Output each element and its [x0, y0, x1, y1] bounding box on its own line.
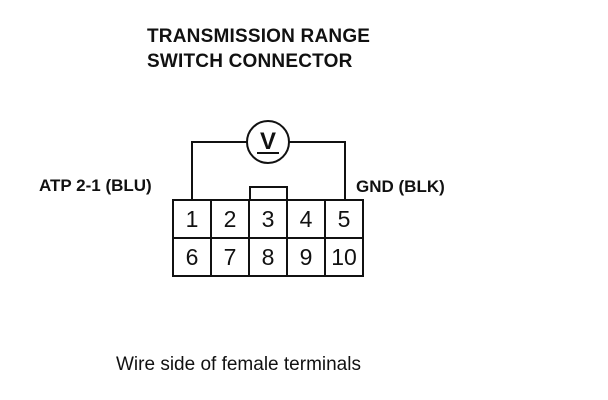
terminal-cell — [324, 199, 364, 239]
voltmeter-wiring: V — [191, 120, 346, 199]
connector-body: 1 2 3 4 5 6 7 8 9 10 — [172, 186, 364, 277]
wire-meter-to-gnd — [289, 141, 346, 199]
connector-lock-tab — [249, 186, 288, 201]
terminal-number: 7 — [224, 244, 237, 270]
voltmeter-icon: V — [246, 120, 290, 164]
diagram-title-line-2: SWITCH CONNECTOR — [147, 51, 353, 72]
diagram-caption: Wire side of female terminals — [116, 354, 361, 375]
terminal-number: 4 — [300, 206, 313, 232]
terminal-number: 10 — [331, 244, 357, 270]
diagram-title-line-1: TRANSMISSION RANGE — [147, 26, 370, 47]
terminal-cell — [172, 237, 212, 277]
terminal-number: 1 — [186, 206, 199, 232]
voltmeter-glyph: V — [260, 128, 276, 155]
terminal-number: 6 — [186, 244, 199, 270]
atp-wire-label: ATP 2-1 (BLU) — [39, 176, 152, 195]
terminal-cell — [248, 237, 288, 277]
terminal-number: 3 — [262, 206, 275, 232]
terminal-cell — [286, 237, 326, 277]
terminal-number: 2 — [224, 206, 237, 232]
terminal-number: 9 — [300, 244, 313, 270]
terminal-number: 8 — [262, 244, 275, 270]
terminal-number: 5 — [338, 206, 351, 232]
wire-atp-to-meter — [191, 141, 247, 199]
gnd-wire-label: GND (BLK) — [356, 177, 445, 196]
terminal-cell — [324, 237, 364, 277]
